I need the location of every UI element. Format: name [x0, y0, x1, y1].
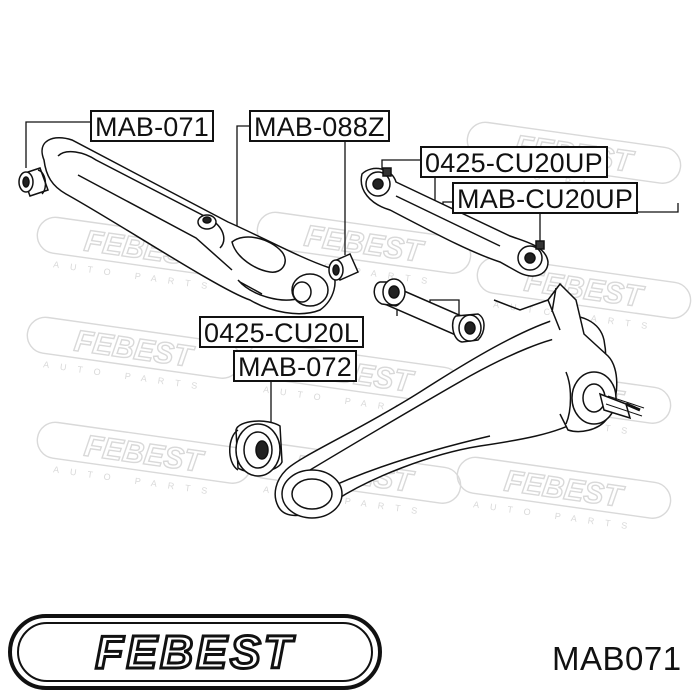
bushing-mab-071: [18, 167, 49, 197]
svg-text:FEBEST: FEBEST: [95, 626, 295, 678]
bushing-mab-072: [229, 420, 283, 477]
lower-link: [373, 278, 485, 343]
callout-mab-cu20up[interactable]: MAB-CU20UP: [452, 182, 639, 214]
lateral-arm: [41, 137, 336, 315]
callout-0425-cu20l[interactable]: 0425-CU20L: [199, 316, 365, 348]
leader-mab-071: [25, 121, 90, 168]
bushing-mab-088z: [328, 253, 359, 281]
upper-link: [360, 167, 549, 277]
febest-logo: FEBEST: [8, 614, 382, 690]
callout-mab-072[interactable]: MAB-072: [233, 350, 357, 382]
callout-0425-cu20up[interactable]: 0425-CU20UP: [420, 146, 608, 178]
callout-mab-088z[interactable]: MAB-088Z: [249, 110, 390, 142]
callout-mab-071[interactable]: MAB-071: [90, 110, 214, 142]
part-number: MAB071: [552, 640, 682, 677]
trailing-arm: [274, 282, 645, 519]
